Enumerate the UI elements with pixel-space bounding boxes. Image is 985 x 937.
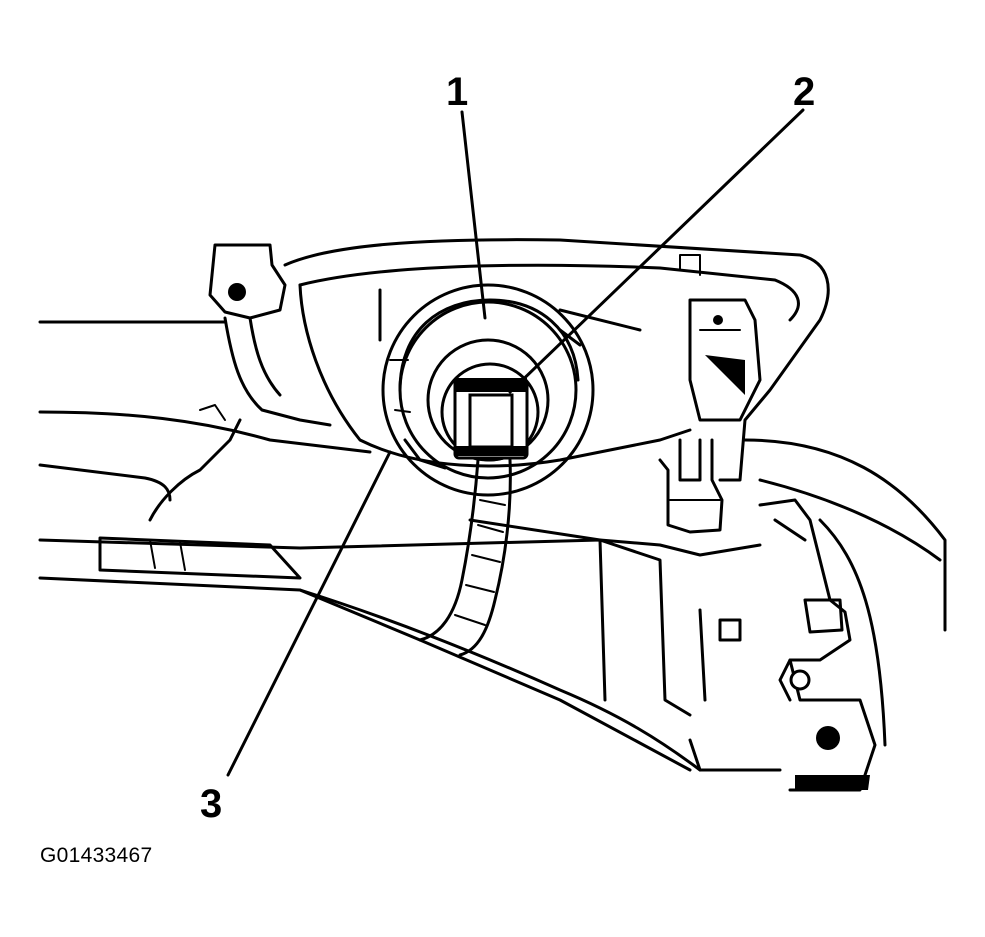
callout-number-1: 1	[446, 70, 469, 114]
side-connector	[658, 438, 724, 534]
fog-lamp-housing	[283, 238, 830, 482]
callout-number-2: 2	[793, 70, 816, 114]
callout-leaders	[226, 108, 805, 777]
bulb-socket	[381, 283, 595, 497]
lower-right-bracket	[698, 498, 877, 792]
wiring-connector	[453, 378, 529, 460]
leader-line-3	[226, 450, 392, 777]
wiring-harness	[418, 458, 512, 657]
leader-line-1	[460, 110, 487, 320]
figure-id-label: G01433467	[40, 844, 153, 867]
upper-left-mounting-tab	[208, 243, 332, 427]
leader-line-2	[508, 108, 805, 394]
callout-number-3: 3	[200, 782, 223, 826]
